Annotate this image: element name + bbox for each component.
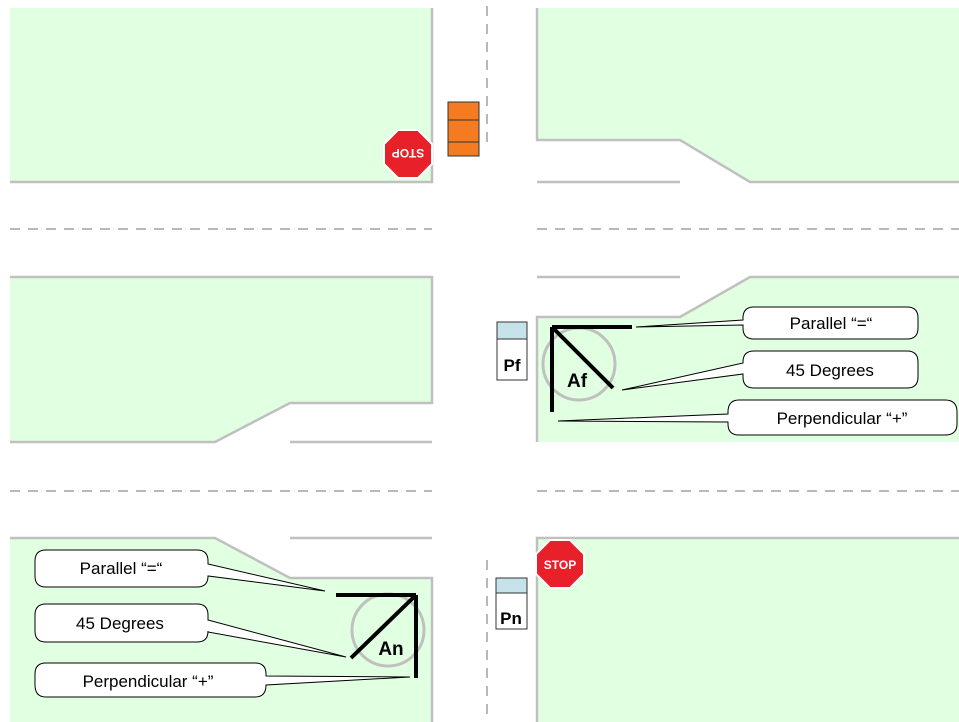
- curb-top-right: [535, 8, 959, 184]
- callouts-left: Parallel “=“ 45 Degrees Perpendicular “+…: [34, 549, 411, 698]
- stop-sign-top-label: STOP: [392, 146, 424, 160]
- callout-degrees-right-label: 45 Degrees: [786, 361, 874, 380]
- callout-perpendicular-left: [34, 662, 411, 698]
- lot-bottom-right: [537, 538, 959, 722]
- callout-parallel-right-label: Parallel “=“: [790, 314, 873, 333]
- an-label: An: [378, 639, 403, 660]
- curb-middle-left: [10, 275, 434, 444]
- lot-top-right: [537, 8, 959, 182]
- callout-perpendicular-right: [557, 399, 958, 436]
- curb-top-left: [10, 8, 434, 184]
- curb-bottom-right: [535, 536, 959, 722]
- callout-parallel-left-label: Parallel “=“: [80, 559, 163, 578]
- angle-figure-an: An: [336, 592, 426, 678]
- curb-middle-right: [535, 275, 959, 442]
- diagonal-line: [550, 325, 615, 390]
- callout-perpendicular-right-label: Perpendicular “+”: [777, 409, 908, 428]
- stop-sign-icon: STOP: [383, 129, 433, 179]
- curbs: [10, 8, 959, 722]
- callout-degrees-right: [621, 350, 919, 391]
- lot-top-left: [10, 8, 432, 182]
- callout-parallel-left: [34, 549, 326, 592]
- pf-label: Pf: [504, 356, 521, 375]
- callout-degrees-left: [34, 603, 347, 658]
- callout-perpendicular-left-label: Perpendicular “+”: [83, 672, 214, 691]
- pn-label: Pn: [500, 609, 522, 628]
- diagonal-line: [349, 593, 418, 660]
- lane-markings: [10, 6, 959, 722]
- stop-sign-bottom-label: STOP: [544, 558, 576, 572]
- callout-parallel-right: [635, 306, 919, 340]
- stop-sign-icon: STOP: [535, 539, 585, 589]
- lot-middle-left: [10, 277, 432, 442]
- parked-car-pf: Pf: [496, 321, 528, 381]
- af-label: Af: [567, 371, 588, 392]
- orange-car-icon: [447, 101, 480, 157]
- angle-figure-af: Af: [541, 325, 632, 412]
- parked-car-pn: Pn: [495, 577, 528, 630]
- curb-bottom-left: [10, 536, 434, 722]
- callouts-right: Parallel “=“ 45 Degrees Perpendicular “+…: [557, 306, 958, 436]
- callout-degrees-left-label: 45 Degrees: [76, 614, 164, 633]
